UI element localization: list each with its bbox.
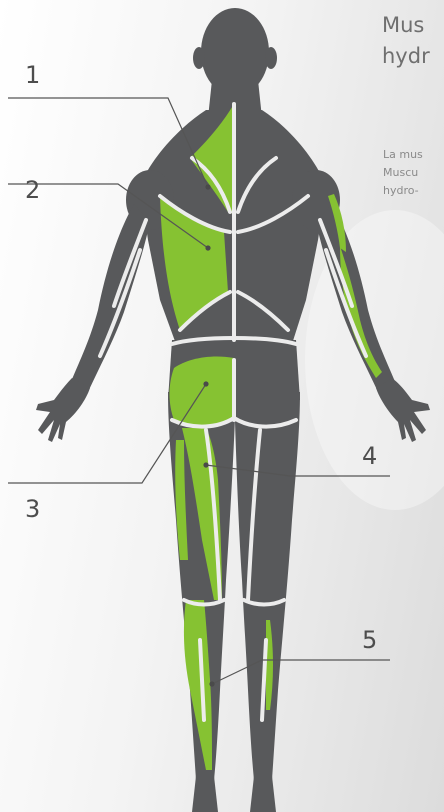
callout-number-1: 1 [25, 63, 40, 87]
dot-2 [205, 245, 210, 250]
title-line-1: Mus [382, 10, 444, 41]
body-line-2: Muscu [383, 164, 423, 182]
dot-4 [203, 462, 208, 467]
dot-3 [203, 381, 208, 386]
title-line-2: hydr [382, 41, 444, 72]
callout-number-5: 5 [362, 628, 377, 652]
callout-number-4: 4 [362, 444, 377, 468]
page-title: Mus hydr [382, 10, 444, 72]
dot-5 [209, 681, 214, 686]
leader-line-5 [212, 660, 390, 684]
left-hand [36, 378, 90, 442]
callout-number-3: 3 [25, 497, 40, 521]
callout-number-2: 2 [25, 178, 40, 202]
dot-1 [205, 184, 210, 189]
body-line-1: La mus [383, 146, 423, 164]
description-text: La mus Muscu hydro- [383, 146, 423, 200]
body-line-3: hydro- [383, 182, 423, 200]
